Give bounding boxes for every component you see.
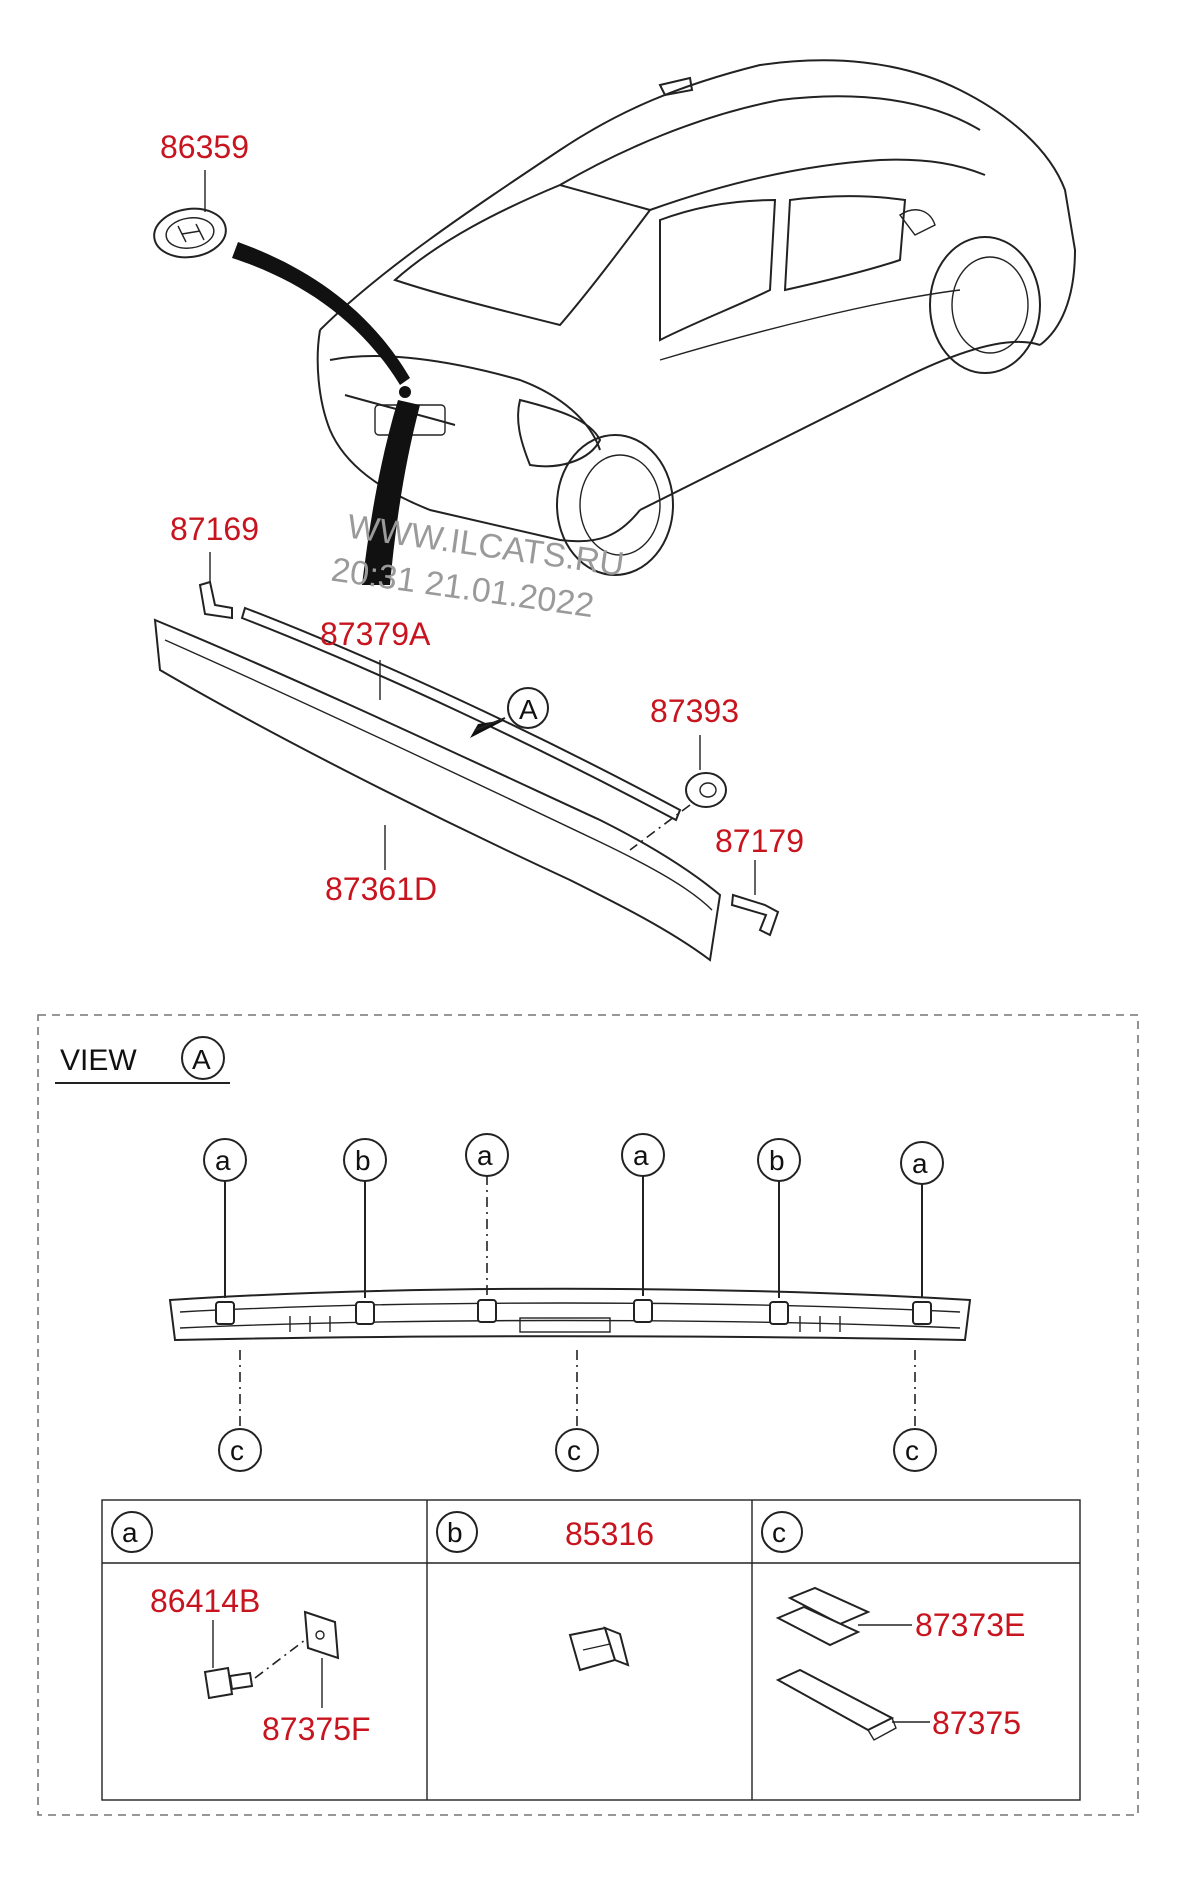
label-87375F: 87375F bbox=[262, 1711, 371, 1747]
label-87361D: 87361D bbox=[325, 871, 437, 907]
view-a-arrow bbox=[470, 720, 505, 738]
legend-cell-c-tapes: 87373E 87375 bbox=[775, 1586, 1025, 1741]
label-87393: 87393 bbox=[650, 693, 739, 729]
garnish-back-view bbox=[168, 1287, 972, 1342]
legend-header-a: a bbox=[111, 1511, 153, 1553]
view-a-frame bbox=[37, 1014, 1139, 1816]
svg-text:b: b bbox=[355, 1145, 371, 1176]
label-87169: 87169 bbox=[170, 511, 259, 547]
svg-text:c: c bbox=[230, 1435, 244, 1466]
svg-text:a: a bbox=[477, 1140, 493, 1171]
legend-cell-b-clip bbox=[568, 1626, 630, 1672]
car-illustration bbox=[316, 59, 1077, 576]
svg-text:a: a bbox=[912, 1148, 928, 1179]
label-87373E: 87373E bbox=[915, 1607, 1025, 1643]
svg-text:b: b bbox=[769, 1145, 785, 1176]
label-86414B: 86414B bbox=[150, 1583, 260, 1619]
callout-a-4: a bbox=[900, 1141, 944, 1185]
view-title: VIEW bbox=[60, 1044, 137, 1077]
svg-text:a: a bbox=[122, 1517, 138, 1548]
callout-c-3: c bbox=[893, 1428, 937, 1472]
label-86359: 86359 bbox=[160, 129, 249, 165]
legend-header-b: b 85316 bbox=[436, 1511, 654, 1553]
legend-table bbox=[101, 1499, 1081, 1801]
callout-b-2: b bbox=[757, 1138, 801, 1182]
label-87379A: 87379A bbox=[320, 616, 431, 652]
legend-cell-a-parts: 86414B 87375F bbox=[150, 1583, 371, 1747]
svg-text:a: a bbox=[633, 1140, 649, 1171]
assembly-arrow bbox=[362, 400, 420, 585]
callout-a-3: a bbox=[621, 1133, 665, 1177]
view-a-heading: VIEW A bbox=[55, 1036, 230, 1084]
svg-text:c: c bbox=[905, 1435, 919, 1466]
label-87179: 87179 bbox=[715, 823, 804, 859]
svg-text:b: b bbox=[447, 1517, 463, 1548]
callout-b-1: b bbox=[343, 1138, 387, 1182]
view-ref: A bbox=[192, 1044, 211, 1075]
emblem-86359 bbox=[153, 170, 410, 385]
callout-A-upper: A bbox=[519, 694, 538, 725]
callout-c-2: c bbox=[555, 1428, 599, 1472]
watermark: WWW.ILCATS.RU 20:31 21.01.2022 bbox=[329, 508, 627, 626]
garnish-assembly bbox=[153, 552, 780, 962]
callout-c-1: c bbox=[218, 1428, 262, 1472]
svg-text:c: c bbox=[772, 1517, 786, 1548]
callout-a-1: a bbox=[203, 1138, 247, 1182]
emblem-mount-point bbox=[399, 386, 411, 398]
svg-text:a: a bbox=[215, 1145, 231, 1176]
label-85316: 85316 bbox=[565, 1516, 654, 1552]
callout-a-2: a bbox=[465, 1133, 509, 1177]
legend-header-c: c bbox=[761, 1511, 803, 1553]
label-87375: 87375 bbox=[932, 1705, 1021, 1741]
svg-text:c: c bbox=[567, 1435, 581, 1466]
view-a-callout-leaders bbox=[224, 1175, 923, 1430]
